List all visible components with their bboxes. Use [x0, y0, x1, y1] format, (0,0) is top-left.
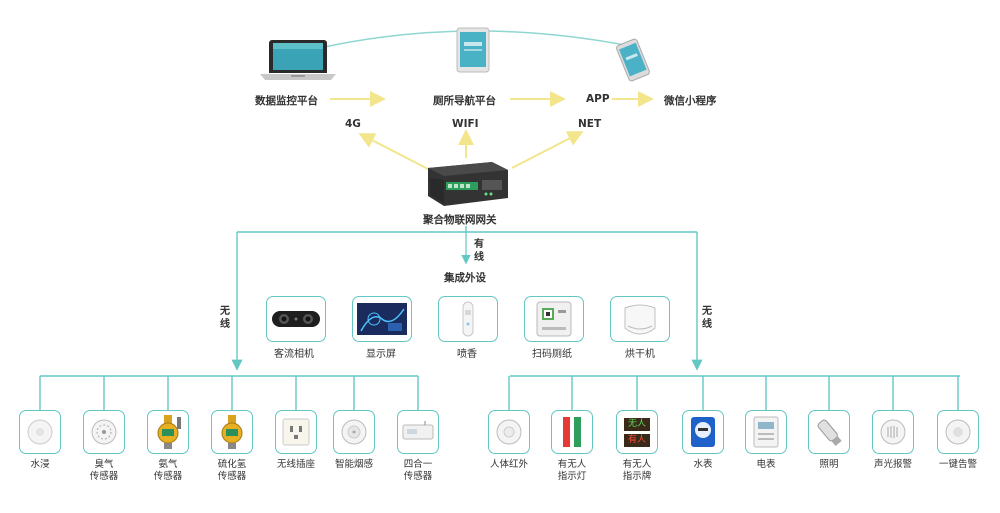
smoke-detector-icon — [341, 419, 367, 445]
sign-unoccupied-text: 无人 — [623, 417, 650, 431]
wireless-socket-icon — [282, 418, 310, 446]
peripheral-card — [524, 296, 584, 342]
sensor-label: 四合一 传感器 — [403, 459, 433, 482]
sensor-card — [147, 410, 189, 454]
sensor-card — [745, 410, 787, 454]
four-in-one-sensor-icon — [402, 421, 434, 440]
link-net-label: NET — [578, 118, 602, 130]
sensor-card — [397, 410, 439, 454]
smartphone-icon — [616, 38, 650, 82]
occupancy-sign-icon: 无人 有人 — [623, 417, 650, 447]
odor-sensor-icon — [91, 419, 117, 445]
peripheral-card — [352, 296, 412, 342]
ammonia-sensor-icon — [157, 415, 181, 449]
sensor-card — [488, 410, 530, 454]
sensor-label: 人体红外 — [489, 459, 528, 470]
sensor-label: 水浸 — [30, 459, 50, 470]
alarm-button-icon — [945, 419, 971, 445]
gateway-label: 聚合物联网网关 — [423, 214, 497, 226]
peripheral-card — [266, 296, 326, 342]
sensor-card: 无人 有人 — [616, 410, 658, 454]
sensor-card — [808, 410, 850, 454]
sensor-label: 声光报警 — [873, 459, 912, 470]
electric-meter-icon — [753, 416, 779, 448]
pir-sensor-icon — [496, 419, 522, 445]
link-4g-label: 4G — [345, 118, 361, 130]
tablet-icon — [456, 27, 490, 73]
sensor-label: 无线插座 — [276, 459, 315, 470]
sensor-label: 硫化氢 传感器 — [217, 459, 247, 482]
water-meter-icon — [691, 417, 715, 447]
sign-occupied-text: 有人 — [623, 433, 650, 447]
sensor-card — [333, 410, 375, 454]
sensor-label: 氨气 传感器 — [153, 459, 183, 482]
fragrance-dispenser-icon — [462, 301, 474, 337]
hand-dryer-icon — [624, 304, 656, 335]
sensor-card — [937, 410, 979, 454]
platform-monitor-label: 数据监控平台 — [255, 95, 318, 107]
peripheral-label: 客流相机 — [274, 349, 314, 360]
camera-icon — [272, 311, 320, 327]
gateway-device-icon — [428, 162, 508, 206]
wired-label-text: 有线 — [474, 239, 484, 263]
sensor-label: 智能烟感 — [334, 459, 373, 470]
h2s-sensor-icon — [221, 415, 243, 449]
sensor-card — [83, 410, 125, 454]
water-leak-sensor-icon — [27, 419, 53, 445]
peripheral-card — [438, 296, 498, 342]
peripheral-label: 显示屏 — [366, 349, 396, 360]
peripheral-card — [610, 296, 670, 342]
link-wifi-label: WIFI — [452, 118, 479, 130]
right-sensor-drops — [508, 376, 959, 410]
sensor-card — [275, 410, 317, 454]
peripheral-label: 喷香 — [457, 349, 477, 360]
sensor-label: 一键告警 — [938, 459, 977, 470]
platform-miniprogram-label: 微信小程序 — [664, 95, 717, 107]
siren-alarm-icon — [880, 419, 906, 445]
left-sensor-drops — [39, 376, 419, 410]
sensor-card — [551, 410, 593, 454]
wireless-right-text: 无线 — [702, 306, 712, 330]
display-screen-icon — [357, 303, 407, 335]
wired-label: 有线 — [472, 238, 486, 264]
arrow-gateway-4g — [358, 133, 431, 171]
sensor-label: 水表 — [693, 459, 713, 470]
sensor-card — [19, 410, 61, 454]
qr-tissue-dispenser-icon — [536, 301, 572, 337]
sensor-label: 有无人 指示灯 — [557, 459, 587, 482]
wireless-left-text: 无线 — [220, 306, 230, 330]
wireless-left-label: 无线 — [218, 305, 232, 331]
sensor-label: 有无人 指示牌 — [622, 459, 652, 482]
sensor-label: 臭气 传感器 — [89, 459, 119, 482]
sensor-card — [682, 410, 724, 454]
platform-navigation-label: 厕所导航平台 — [433, 95, 496, 107]
peripheral-label: 扫码厕纸 — [532, 349, 572, 360]
sensor-label: 电表 — [756, 459, 776, 470]
sensor-card — [211, 410, 253, 454]
sensor-label: 照明 — [819, 459, 839, 470]
wireless-right-label: 无线 — [700, 305, 714, 331]
sensor-card — [872, 410, 914, 454]
integrated-peripherals-title: 集成外设 — [444, 272, 486, 284]
lighting-icon — [817, 419, 842, 447]
arrow-gateway-net — [511, 131, 584, 169]
peripheral-label: 烘干机 — [625, 349, 655, 360]
occupancy-light-icon — [563, 417, 581, 447]
laptop-icon — [260, 40, 336, 80]
platform-app-label: APP — [586, 93, 610, 105]
